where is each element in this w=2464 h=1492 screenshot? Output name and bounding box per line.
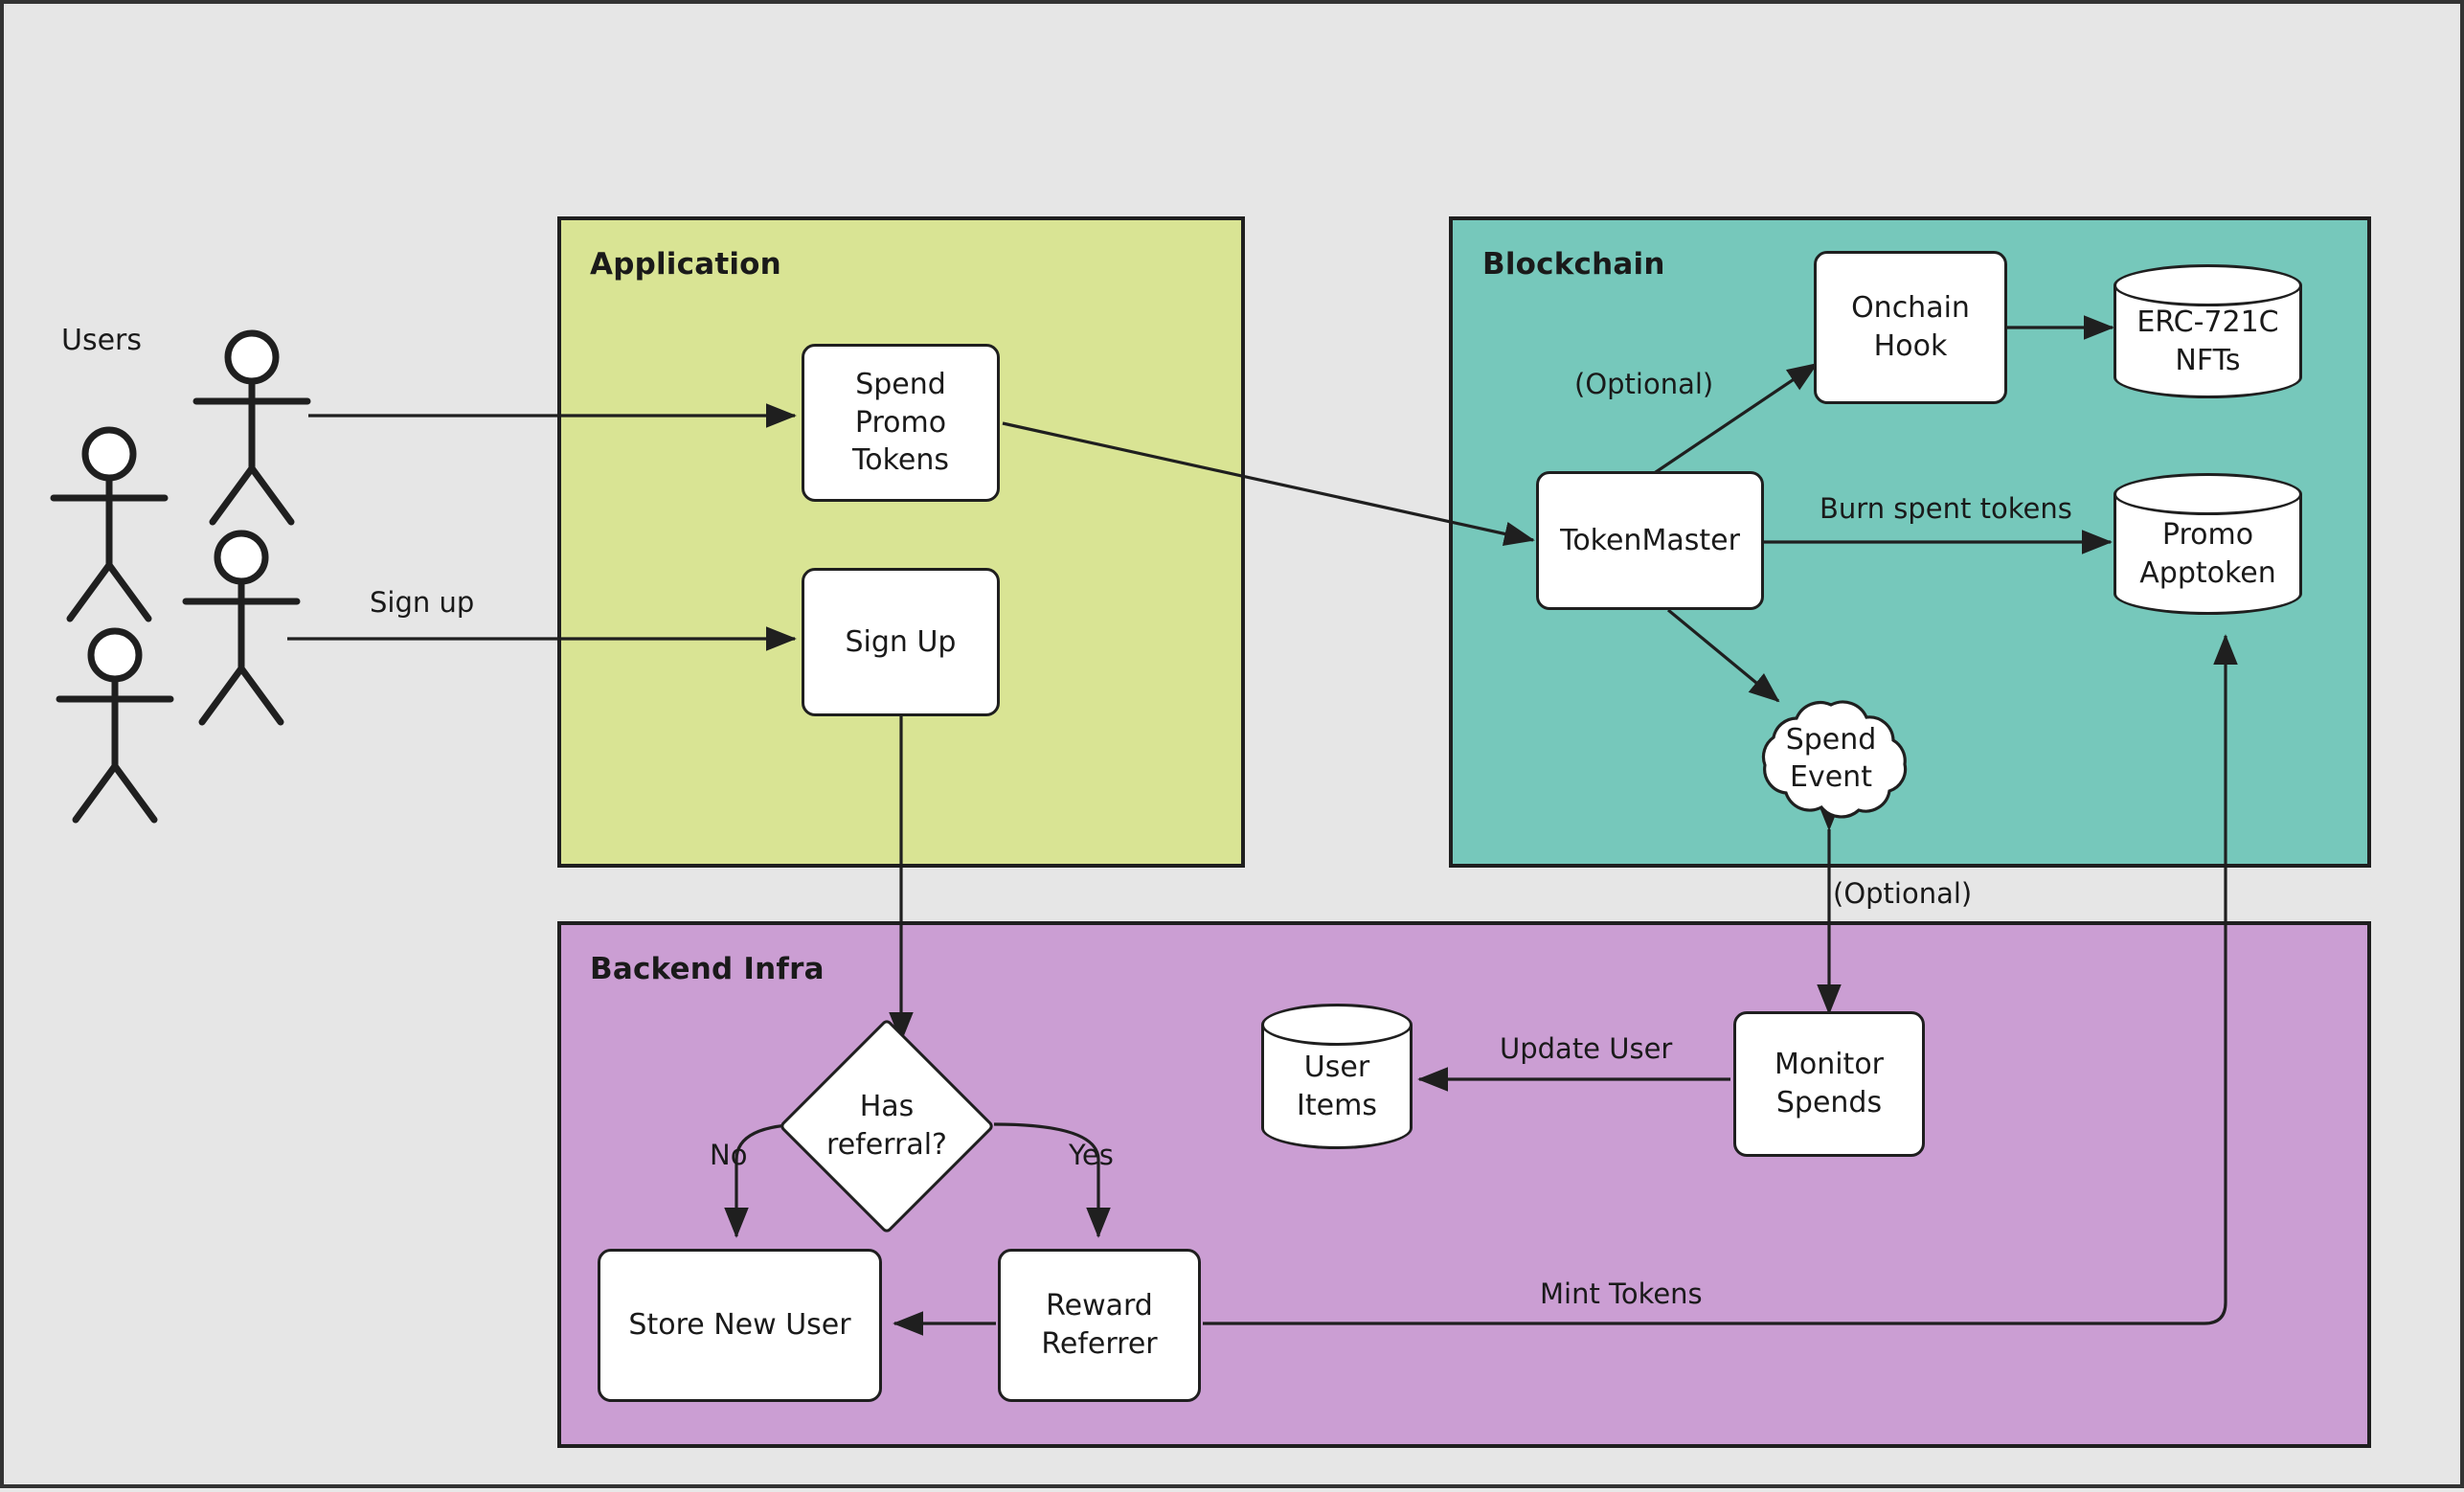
node-erc721c-nfts-label: ERC-721C NFTs bbox=[2136, 305, 2279, 377]
edge-label-update-user: Update User bbox=[1500, 1032, 1673, 1065]
node-user-items[interactable]: User Items bbox=[1261, 1004, 1413, 1149]
node-spend-event[interactable]: Spend Event bbox=[1737, 686, 1925, 831]
edge-label-burn-spent-tokens: Burn spent tokens bbox=[1820, 492, 2072, 525]
node-has-referral-label: Has referral? bbox=[826, 1090, 947, 1162]
node-promo-apptoken-label: Promo Apptoken bbox=[2139, 518, 2276, 590]
cylinder-top bbox=[2114, 473, 2302, 515]
node-user-items-label: User Items bbox=[1297, 1051, 1377, 1122]
node-promo-apptoken[interactable]: Promo Apptoken bbox=[2114, 473, 2302, 615]
group-title-application: Application bbox=[590, 247, 781, 282]
group-application[interactable] bbox=[557, 216, 1245, 868]
group-title-backend-infra: Backend Infra bbox=[590, 952, 825, 986]
edge-label-no: No bbox=[710, 1139, 748, 1171]
cloud-shape bbox=[1761, 700, 1908, 819]
node-spend-promo-tokens[interactable]: Spend Promo Tokens bbox=[802, 344, 1000, 502]
cylinder-top bbox=[1261, 1004, 1413, 1046]
cylinder-top bbox=[2114, 264, 2302, 306]
node-tokenmaster[interactable]: TokenMaster bbox=[1536, 471, 1764, 610]
node-store-new-user[interactable]: Store New User bbox=[598, 1249, 882, 1402]
actors-label: Users bbox=[61, 324, 143, 357]
node-sign-up[interactable]: Sign Up bbox=[802, 568, 1000, 716]
actor-stick-figure bbox=[192, 329, 311, 526]
edge-label-optional-hook: (Optional) bbox=[1574, 368, 1714, 400]
actor-stick-figure bbox=[50, 426, 169, 622]
edge-label-yes: Yes bbox=[1069, 1139, 1114, 1171]
node-onchain-hook[interactable]: Onchain Hook bbox=[1814, 251, 2007, 404]
actor-stick-figure bbox=[56, 627, 174, 824]
edge-label-mint-tokens: Mint Tokens bbox=[1540, 1277, 1703, 1310]
group-title-blockchain: Blockchain bbox=[1482, 247, 1665, 282]
edge-label-sign-up: Sign up bbox=[370, 586, 475, 619]
node-monitor-spends[interactable]: Monitor Spends bbox=[1733, 1011, 1925, 1157]
node-erc721c-nfts[interactable]: ERC-721C NFTs bbox=[2114, 264, 2302, 398]
actor-stick-figure bbox=[182, 530, 301, 726]
edge-label-optional-monitor: (Optional) bbox=[1833, 877, 1973, 910]
node-reward-referrer[interactable]: Reward Referrer bbox=[998, 1249, 1201, 1402]
node-spend-event-label: Spend Event bbox=[1785, 723, 1877, 794]
